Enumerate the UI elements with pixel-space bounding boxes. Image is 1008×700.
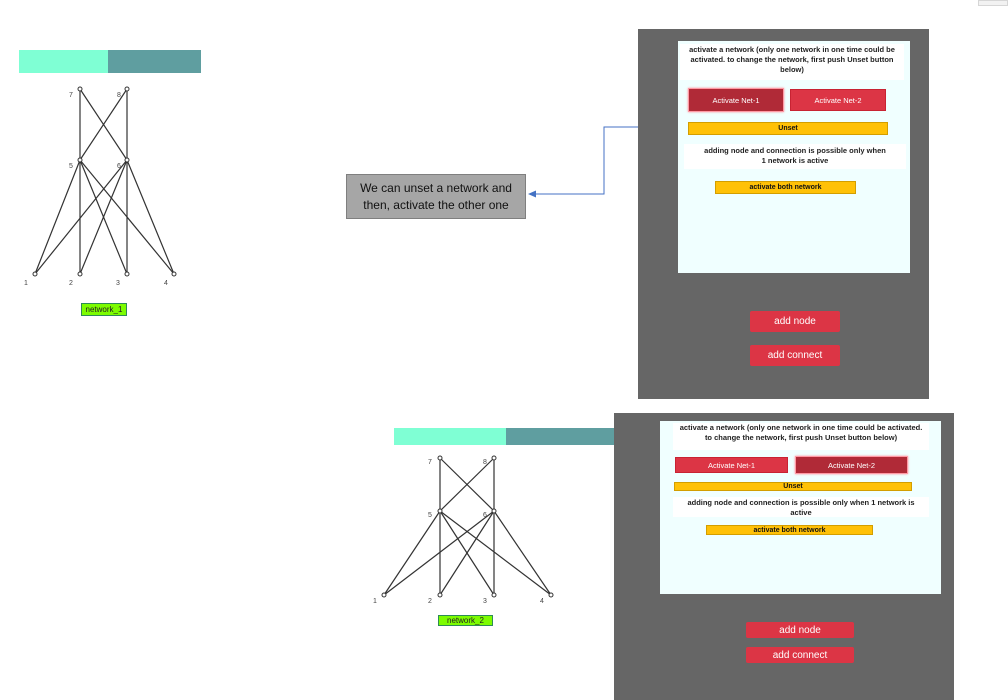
node-label-8: 8 [117,92,121,99]
activate-net-2-button[interactable]: Activate Net-2 [795,456,908,474]
callout-line-1: We can unset a network and [360,181,512,196]
add-node-button[interactable]: add node [746,622,854,638]
activate-both-button[interactable]: activate both network [706,525,873,535]
network-1-label: network_1 [81,303,127,316]
control-panel-inner: activate a network (only one network in … [660,421,941,594]
node-label-6: 6 [117,163,121,170]
info-text: adding node and connection is possible o… [684,144,906,169]
node-label-7: 7 [69,92,73,99]
network-1-graph: 7 8 5 6 1 2 3 4 [24,86,177,287]
node-label-3: 3 [116,280,120,287]
info-text: adding node and connection is possible o… [673,497,929,517]
node-label-5: 5 [69,163,73,170]
control-panel-inner: activate a network (only one network in … [678,41,910,273]
node-label-8: 8 [483,459,487,466]
activate-net-1-button[interactable]: Activate Net-1 [675,457,788,473]
node-label-4: 4 [164,280,168,287]
node-label-2: 2 [428,598,432,605]
node-label-2: 2 [69,280,73,287]
control-panel-bottom: activate a network (only one network in … [614,413,954,700]
node-label-7: 7 [428,459,432,466]
callout-box: We can unset a network and then, activat… [346,174,526,219]
node-label-6: 6 [483,512,487,519]
network-2-bar-left [394,428,506,445]
network-1-bar-left [19,50,108,73]
unset-button[interactable]: Unset [674,482,912,491]
node-label-5: 5 [428,512,432,519]
network-1-bar-right [108,50,201,73]
node-label-1: 1 [24,280,28,287]
activate-net-1-button[interactable]: Activate Net-1 [688,88,784,112]
node-label-1: 1 [373,598,377,605]
node-label-3: 3 [483,598,487,605]
control-panel-top: activate a network (only one network in … [638,29,929,399]
corner-tab [978,0,1008,6]
network-2-graph: 7 8 5 6 1 2 3 4 [373,455,554,605]
callout-line-2: then, activate the other one [363,197,509,212]
network-2-bar-right [506,428,618,445]
add-connect-button[interactable]: add connect [750,345,840,366]
node-label-4: 4 [540,598,544,605]
add-node-button[interactable]: add node [750,311,840,332]
network-2-label: network_2 [438,615,493,626]
activate-net-2-button[interactable]: Activate Net-2 [790,89,886,111]
add-connect-button[interactable]: add connect [746,647,854,663]
instruction-bold: Unset button [847,54,894,64]
instruction-bold: Unset button [824,432,872,442]
instruction-text: activate a network (only one network in … [680,44,904,80]
unset-button[interactable]: Unset [688,122,888,135]
instruction-text: activate a network (only one network in … [673,423,929,450]
activate-both-button[interactable]: activate both network [715,181,856,194]
